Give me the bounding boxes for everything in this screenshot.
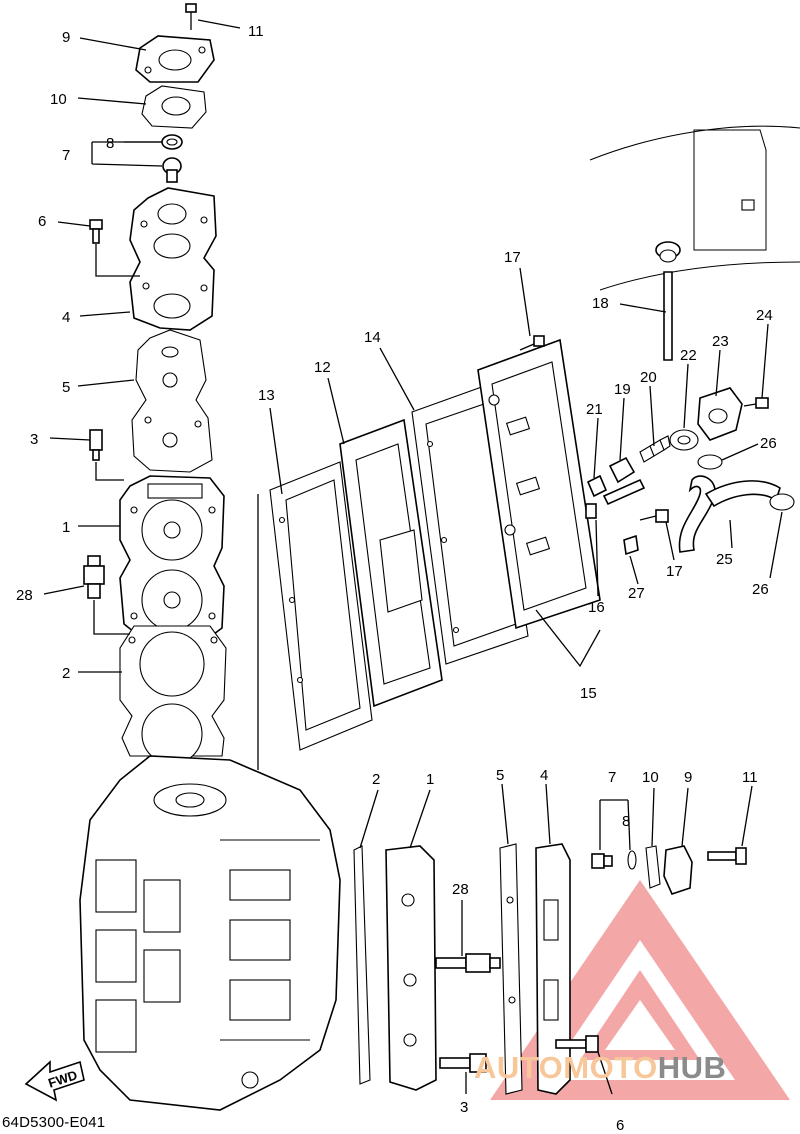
callout-11-bottom: 11 bbox=[742, 769, 758, 786]
part-grommet bbox=[655, 241, 681, 263]
callout-21: 21 bbox=[586, 401, 603, 418]
callout-10-top: 10 bbox=[50, 91, 67, 108]
callout-8-top: 8 bbox=[106, 135, 114, 152]
side-sensor-3 bbox=[439, 1053, 487, 1073]
callout-1-bottom: 1 bbox=[426, 771, 434, 788]
side-cover-9 bbox=[663, 845, 693, 895]
callout-12: 12 bbox=[314, 359, 331, 376]
callout-28-bottom: 28 bbox=[452, 881, 469, 898]
side-cover-4 bbox=[535, 843, 571, 1095]
catalog-code: 64D5300-E041 bbox=[2, 1114, 106, 1131]
watermark-text-left: AUTOMOTO bbox=[474, 1050, 658, 1085]
callout-1-top: 1 bbox=[62, 519, 70, 536]
callout-9-top: 9 bbox=[62, 29, 70, 46]
side-bolt-11 bbox=[707, 847, 747, 865]
callout-4-top: 4 bbox=[62, 309, 70, 326]
callout-18: 18 bbox=[592, 295, 609, 312]
callout-16: 16 bbox=[588, 599, 605, 616]
callout-14: 14 bbox=[364, 329, 381, 346]
side-cylinder-head-1 bbox=[385, 845, 437, 1091]
side-valve-7 bbox=[591, 853, 613, 869]
side-spark-plug-28 bbox=[435, 953, 501, 973]
part-cover-9 bbox=[135, 35, 215, 83]
part-bolt-17-top bbox=[519, 335, 545, 351]
callout-25: 25 bbox=[716, 551, 733, 568]
part-cap-21 bbox=[586, 474, 608, 498]
callout-28-top: 28 bbox=[16, 587, 33, 604]
part-valve-7 bbox=[162, 157, 182, 183]
watermark-text-right: HUB bbox=[657, 1050, 727, 1085]
part-gasket-22 bbox=[669, 429, 699, 451]
callout-17-top: 17 bbox=[504, 249, 521, 266]
part-housing-outline bbox=[589, 125, 800, 291]
callout-11-top: 11 bbox=[248, 23, 264, 40]
part-tube-18 bbox=[663, 271, 673, 361]
part-gasket-13 bbox=[269, 461, 373, 751]
callout-23: 23 bbox=[712, 333, 729, 350]
callout-22: 22 bbox=[680, 347, 697, 364]
side-gasket-10 bbox=[645, 845, 661, 889]
callout-6-bottom: 6 bbox=[616, 1117, 624, 1134]
callout-27: 27 bbox=[628, 585, 645, 602]
part-clamp-26-bottom bbox=[769, 493, 795, 511]
part-engine-block bbox=[79, 755, 341, 1111]
callout-4-bottom: 4 bbox=[540, 767, 548, 784]
part-bolt-17 bbox=[639, 509, 669, 523]
callout-26-top: 26 bbox=[760, 435, 777, 452]
callout-15: 15 bbox=[580, 685, 597, 702]
part-clip-27 bbox=[623, 534, 639, 556]
callout-7-top: 7 bbox=[62, 147, 70, 164]
callout-20: 20 bbox=[640, 369, 657, 386]
callout-5-top: 5 bbox=[62, 379, 70, 396]
part-cap-19 bbox=[608, 456, 636, 484]
callout-6-top: 6 bbox=[38, 213, 46, 230]
callout-17: 17 bbox=[666, 563, 683, 580]
part-sensor-3 bbox=[89, 429, 103, 461]
callout-3-bottom: 3 bbox=[460, 1099, 468, 1116]
part-bolt-6 bbox=[89, 219, 103, 244]
part-gasket-10 bbox=[141, 85, 207, 129]
part-gasket-5 bbox=[131, 329, 213, 473]
watermark-text: AUTOMOTOHUB bbox=[474, 1050, 726, 1086]
callout-2-bottom: 2 bbox=[372, 771, 380, 788]
side-ring-8 bbox=[627, 850, 637, 870]
part-spring-20 bbox=[639, 435, 671, 463]
part-clamp-26-top bbox=[697, 454, 723, 470]
callout-8-bottom: 8 bbox=[622, 813, 630, 830]
part-spark-plug-28 bbox=[83, 555, 105, 599]
fwd-arrow: FWD bbox=[24, 1060, 85, 1102]
callout-7-bottom: 7 bbox=[608, 769, 616, 786]
side-gasket-5 bbox=[499, 843, 523, 1095]
side-bolt-6 bbox=[555, 1035, 599, 1053]
part-bolt-24 bbox=[743, 397, 769, 409]
part-plate-12 bbox=[339, 418, 443, 708]
callout-labels: 11 9 10 8 7 6 4 5 3 1 28 2 13 12 14 17 1… bbox=[16, 23, 777, 1134]
part-fitting-23 bbox=[697, 387, 743, 441]
callout-13: 13 bbox=[258, 387, 275, 404]
part-bolt-top bbox=[185, 3, 197, 30]
leader-lines bbox=[43, 19, 783, 1095]
callout-3-top: 3 bbox=[30, 431, 38, 448]
side-gasket-2 bbox=[353, 845, 371, 1085]
callout-19: 19 bbox=[614, 381, 631, 398]
callout-10-bottom: 10 bbox=[642, 769, 659, 786]
part-cylinder-head-1 bbox=[119, 475, 225, 641]
callout-9-bottom: 9 bbox=[684, 769, 692, 786]
part-exhaust-cover-15 bbox=[477, 338, 601, 630]
part-pipe-16 bbox=[585, 478, 646, 519]
part-head-gasket-2 bbox=[119, 625, 227, 765]
callout-24: 24 bbox=[756, 307, 773, 324]
callout-5-bottom: 5 bbox=[496, 767, 504, 784]
part-hose-25 bbox=[678, 475, 781, 553]
part-ring-8 bbox=[161, 134, 183, 150]
callout-26: 26 bbox=[752, 581, 769, 598]
part-cover-4 bbox=[129, 187, 217, 331]
callout-2-top: 2 bbox=[62, 665, 70, 682]
